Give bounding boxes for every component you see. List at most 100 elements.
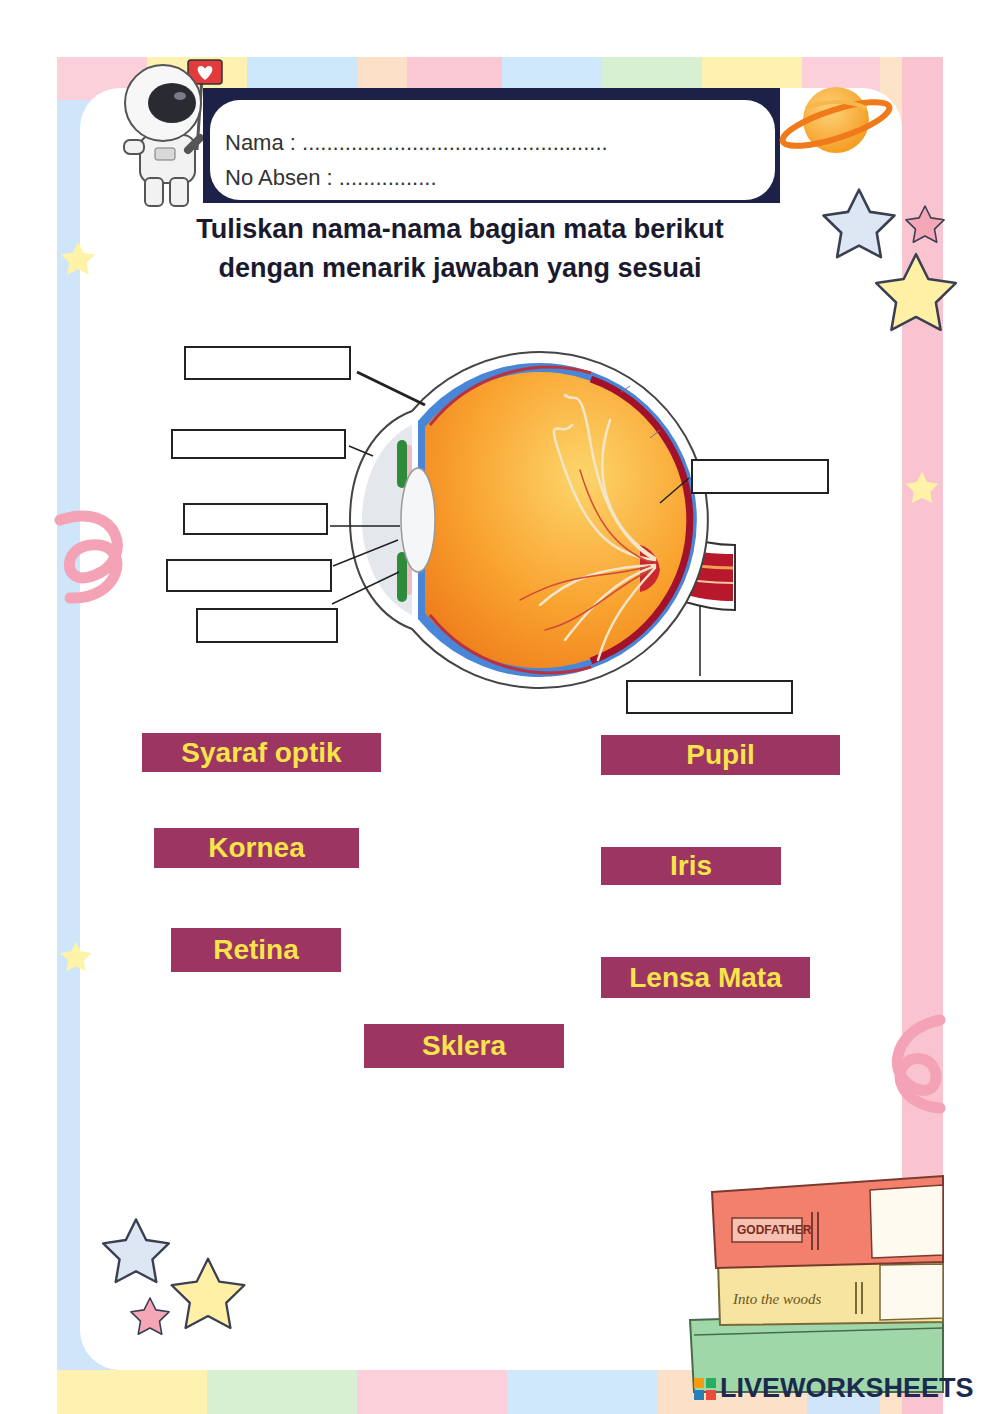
decor-shape (660, 478, 689, 503)
decor-shape (712, 1176, 943, 1268)
decor-shape (397, 440, 407, 488)
field-label: No Absen : ................ (225, 160, 775, 195)
decor-shape (621, 386, 630, 392)
book-title: Into the woods (733, 1291, 821, 1308)
decor-shape (855, 1282, 857, 1314)
decor-shape (602, 420, 655, 558)
decor-shape (520, 566, 650, 600)
answer-tile: Kornea (154, 828, 359, 868)
decor-shape (397, 552, 407, 602)
eye-illustration (350, 352, 735, 688)
decor-shape (507, 1370, 657, 1414)
decor-shape (188, 138, 200, 150)
answer-tile: Syaraf optik (142, 733, 381, 772)
decor-shape (332, 572, 399, 604)
decor-shape (401, 468, 435, 572)
answer-text: Lensa Mata (629, 962, 782, 994)
decor-shape (357, 1370, 507, 1414)
decor-shape (591, 379, 690, 661)
star (906, 206, 944, 242)
decor-shape (418, 363, 697, 677)
decor-shape (124, 140, 144, 154)
decor-shape (148, 83, 196, 123)
decor-shape (817, 1212, 819, 1250)
decor-shape (80, 88, 902, 1370)
answer-text: Pupil (686, 739, 754, 771)
answer-text: Iris (670, 850, 712, 882)
decor-shape (650, 430, 660, 438)
decor-shape (870, 1185, 943, 1258)
decor-shape (598, 568, 655, 660)
header-frame (203, 88, 780, 203)
decor-shape (778, 93, 893, 154)
decor-shape (198, 66, 213, 80)
decor-shape (861, 1282, 863, 1314)
decor-shape (125, 65, 201, 141)
decor-shape (692, 460, 828, 493)
decor-shape (57, 1370, 207, 1414)
striped-frame (57, 57, 943, 1414)
decor-shape (207, 1370, 357, 1414)
star (876, 254, 956, 330)
decor-shape (350, 352, 708, 688)
frame-star (60, 942, 91, 972)
decor-shape (349, 446, 373, 456)
star (824, 190, 895, 257)
decor-shape (357, 372, 425, 405)
star (131, 1298, 169, 1334)
book-title: GODFATHER (737, 1223, 811, 1237)
decor-shape (565, 395, 655, 560)
decor-shape (540, 565, 655, 605)
decor-shape (545, 570, 650, 630)
answer-text: Retina (213, 934, 299, 966)
frame-star (906, 472, 939, 503)
star (103, 1219, 169, 1281)
answer-blank (167, 347, 828, 713)
decor-shape (155, 148, 175, 160)
decor-shape (145, 178, 163, 206)
decor-shape (333, 540, 398, 566)
books (690, 1176, 943, 1392)
decor-shape (174, 92, 186, 100)
decor-shape (694, 1328, 943, 1335)
decor-shape (627, 681, 792, 713)
decor-shape (172, 430, 345, 458)
decor-shape (540, 395, 655, 660)
worksheet-title: Tuliskan nama-nama bagian mata berikut d… (150, 210, 770, 288)
answer-tile: Retina (171, 928, 341, 972)
decor-shape (170, 178, 188, 206)
decor-shape (330, 525, 400, 527)
decor-shape (167, 560, 331, 591)
decor-shape (580, 470, 650, 562)
leader-lines (330, 372, 700, 676)
star (172, 1259, 245, 1328)
answer-tile: Lensa Mata (601, 957, 810, 998)
decor-shape (694, 1378, 704, 1388)
swirl (60, 516, 117, 598)
swirl (897, 1020, 940, 1108)
decor-shape (197, 609, 337, 642)
decor-shape (140, 135, 195, 183)
decor-shape (699, 606, 701, 676)
watermark-icon (694, 1378, 716, 1400)
decor-shape (880, 1264, 943, 1320)
answer-tile: Pupil (601, 735, 840, 775)
decor-shape (430, 615, 591, 673)
answer-tile: Sklera (364, 1024, 564, 1068)
decor-shape (706, 1390, 716, 1400)
decor-shape (184, 504, 327, 534)
planet (778, 87, 893, 155)
answer-text: Kornea (208, 832, 304, 864)
field-label: Nama : .................................… (225, 125, 775, 160)
decor-shape (806, 102, 866, 108)
frame-star (61, 242, 96, 275)
watermark: LIVEWORKSHEETS (720, 1373, 974, 1404)
answer-tile: Iris (601, 847, 781, 885)
decor-shape (694, 1390, 704, 1400)
answer-text: Syaraf optik (181, 737, 341, 769)
answer-text: Sklera (422, 1030, 506, 1062)
decor-shape (57, 57, 943, 1414)
decor-shape (185, 347, 350, 379)
